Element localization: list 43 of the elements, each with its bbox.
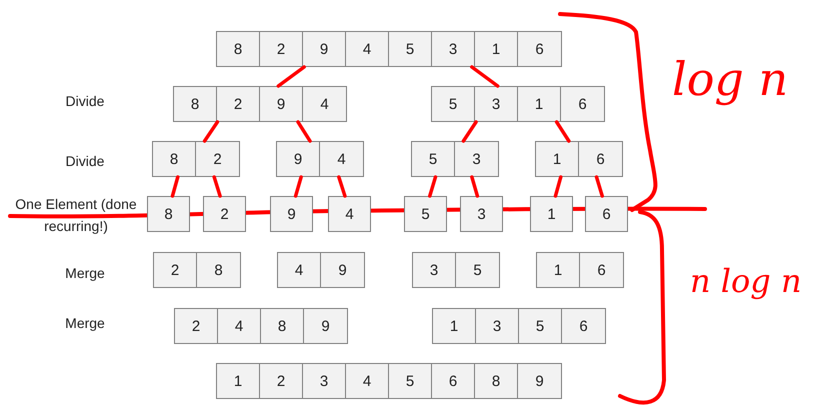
handwritten-note: log n: [672, 52, 788, 106]
array-box: [216, 31, 562, 67]
array-box: [277, 252, 365, 288]
row-label: Merge: [64, 264, 106, 282]
array-cell: 2: [203, 196, 246, 232]
row-label: Divide: [64, 152, 106, 170]
array-box: [173, 86, 347, 122]
row-label: One Element (done recurring!): [14, 195, 138, 236]
split-stroke: [554, 175, 563, 198]
split-stroke: [428, 175, 438, 198]
split-stroke: [594, 175, 604, 198]
array-cell: 5: [404, 196, 447, 232]
array-cell: 9: [270, 196, 313, 232]
split-stroke: [170, 175, 180, 198]
array-box: [276, 141, 364, 177]
array-box: [536, 252, 624, 288]
split-stroke: [462, 120, 478, 143]
array-box: [412, 252, 500, 288]
split-stroke: [276, 65, 306, 88]
array-box: [216, 363, 562, 399]
handwritten-note: n log n: [690, 262, 802, 300]
split-stroke: [296, 120, 312, 143]
row-label: Divide: [64, 92, 106, 110]
array-box: [152, 141, 240, 177]
split-stroke: [212, 175, 222, 198]
split-stroke: [470, 175, 480, 198]
array-cell: 4: [328, 196, 371, 232]
split-stroke: [470, 65, 500, 88]
array-cell: 6: [585, 196, 628, 232]
array-box: [411, 141, 499, 177]
array-box: [153, 252, 241, 288]
split-stroke: [554, 120, 571, 143]
array-box: [174, 308, 348, 344]
array-box: [535, 141, 623, 177]
array-cell: 3: [460, 196, 503, 232]
split-stroke: [337, 175, 347, 198]
split-stroke: [294, 175, 303, 198]
split-stroke: [202, 120, 220, 143]
array-cell: 1: [530, 196, 573, 232]
array-box: [431, 86, 605, 122]
array-box: [432, 308, 606, 344]
array-cell: 8: [147, 196, 190, 232]
row-label: Merge: [64, 314, 106, 332]
